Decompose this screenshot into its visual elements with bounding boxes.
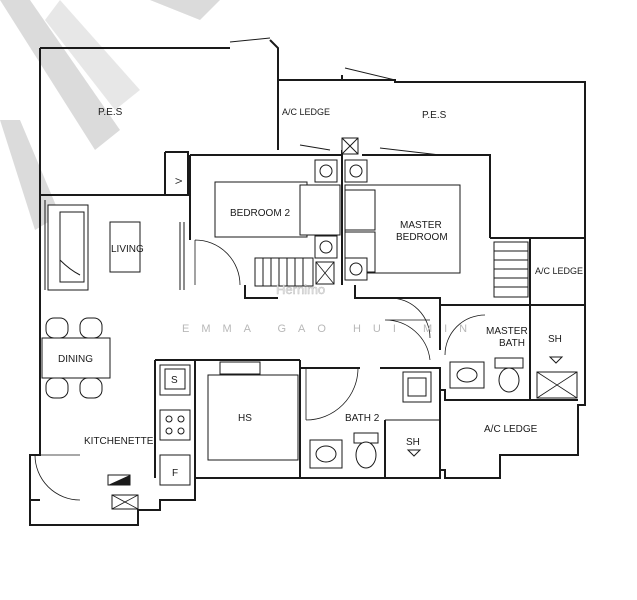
watermark-brand: Hernimo <box>276 282 325 297</box>
label-master-bath-1: MASTER <box>486 326 528 337</box>
bedroom2-bed <box>214 181 341 238</box>
label-pes-right: P.E.S <box>422 110 447 121</box>
staircase-left <box>254 257 314 287</box>
label-master-bedroom-1: MASTER <box>400 220 442 231</box>
label-master-bath-2: BATH <box>499 338 525 349</box>
label-living: LIVING <box>111 244 144 255</box>
sofa <box>47 204 89 291</box>
label-sh-bath2: SH <box>406 437 420 448</box>
label-master-bedroom-2: BEDROOM <box>396 232 448 243</box>
hs-cabinet <box>207 361 299 461</box>
staircase-right <box>493 241 529 298</box>
label-f: F <box>172 468 178 479</box>
label-pes-left: P.E.S <box>98 107 123 118</box>
label-ac-ledge-right: A/C LEDGE <box>535 266 583 276</box>
watermark-text: EMMA GAO HUI MIN <box>182 323 479 335</box>
label-ac-ledge-bottom: A/C LEDGE <box>484 424 538 435</box>
label-kitchenette: KITCHENETTE <box>84 436 154 447</box>
bath2-fixtures <box>309 371 432 469</box>
sh-marker-icons <box>406 356 564 457</box>
label-v: V <box>174 178 184 184</box>
interior-walls <box>40 144 585 478</box>
label-hs: HS <box>238 413 252 424</box>
kitchen-fixtures <box>107 364 191 510</box>
living-table <box>109 221 141 273</box>
label-s: S <box>171 375 178 386</box>
label-bedroom2: BEDROOM 2 <box>230 208 290 219</box>
master-bath-fixtures <box>449 357 578 399</box>
dining-set <box>41 317 111 399</box>
label-bath2: BATH 2 <box>345 413 380 424</box>
label-dining: DINING <box>58 354 93 365</box>
wardrobe-circles <box>314 159 368 281</box>
doors <box>34 239 486 501</box>
label-ac-ledge-top: A/C LEDGE <box>282 107 330 117</box>
label-sh-master: SH <box>548 334 562 345</box>
room-labels: P.E.S A/C LEDGE P.E.S V BEDROOM 2 MASTER… <box>58 107 583 479</box>
